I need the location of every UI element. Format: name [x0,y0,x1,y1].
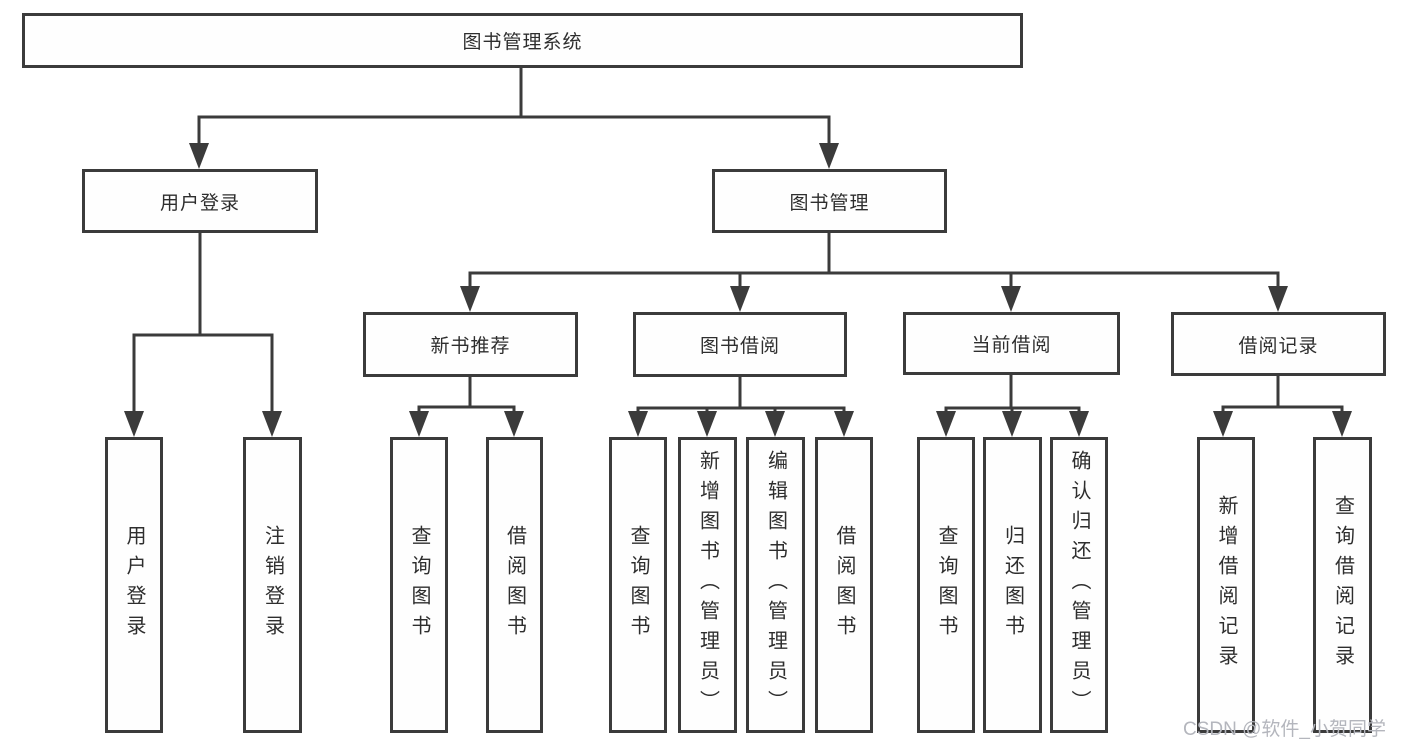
arrowhead [1002,411,1022,437]
leaf-return-books: 归还图书 [983,437,1042,733]
node-root: 图书管理系统 [22,13,1023,68]
node-book-management-label: 图书管理 [789,192,870,214]
leaf-query-books-borrow: 查询图书 [609,437,667,733]
node-current-borrow-label: 当前借阅 [971,335,1052,356]
leaf-borrow-books: 借阅图书 [815,437,873,733]
leaf-query-books-borrow-label: 查询图书 [627,525,649,645]
arrowhead [936,411,956,437]
arrowhead [730,286,750,312]
leaf-query-books-recommend: 查询图书 [390,437,448,733]
arrowhead [1332,411,1352,437]
node-user-login: 用户登录 [82,169,318,233]
arrowhead [189,143,209,169]
leaf-confirm-return-admin-label: 确认归还（管理员） [1068,450,1090,720]
arrowhead [460,286,480,312]
leaf-confirm-return-admin: 确认归还（管理员） [1050,437,1108,733]
leaf-logout: 注销登录 [243,437,302,733]
leaf-add-borrow-record: 新增借阅记录 [1197,437,1255,733]
arrowhead [1213,411,1233,437]
node-book-borrow-label: 图书借阅 [699,336,780,357]
arrowhead [1069,411,1089,437]
node-root-label: 图书管理系统 [462,32,583,53]
arrowhead [504,411,524,437]
arrowhead [819,143,839,169]
connector-lines [124,66,1352,437]
leaf-add-borrow-record-label: 新增借阅记录 [1215,495,1237,675]
arrowhead [697,411,717,437]
leaf-query-books-current-label: 查询图书 [935,525,957,645]
leaf-query-borrow-record: 查询借阅记录 [1313,437,1372,733]
leaf-add-books-admin: 新增图书（管理员） [678,437,737,733]
node-user-login-label: 用户登录 [159,192,240,214]
node-borrow-records-label: 借阅记录 [1238,335,1319,357]
leaf-borrow-books-recommend-label: 借阅图书 [503,525,526,645]
arrowhead [409,411,429,437]
arrowhead [124,411,144,437]
leaf-user-login: 用户登录 [105,437,163,733]
leaf-query-borrow-record-label: 查询借阅记录 [1331,495,1354,675]
arrowhead [834,411,854,437]
node-new-book-recommend: 新书推荐 [363,312,578,377]
arrowhead [765,411,785,437]
leaf-return-books-label: 归还图书 [1001,525,1024,645]
leaf-borrow-books-recommend: 借阅图书 [486,437,543,733]
leaf-query-books-recommend-label: 查询图书 [408,525,430,645]
node-current-borrow: 当前借阅 [903,312,1120,375]
leaf-edit-books-admin: 编辑图书（管理员） [746,437,805,733]
arrowhead [262,411,282,437]
leaf-edit-books-admin-label: 编辑图书（管理员） [764,450,787,720]
leaf-user-login-label: 用户登录 [123,525,145,645]
leaf-add-books-admin-label: 新增图书（管理员） [696,450,719,720]
node-borrow-records: 借阅记录 [1171,312,1386,376]
leaf-borrow-books-label: 借阅图书 [833,525,855,645]
arrowhead [628,411,648,437]
leaf-logout-label: 注销登录 [261,525,284,645]
node-new-book-recommend-label: 新书推荐 [430,336,511,357]
node-book-borrow: 图书借阅 [633,312,847,377]
arrowhead [1268,286,1288,312]
arrowhead [1001,286,1021,312]
leaf-query-books-current: 查询图书 [917,437,975,733]
node-book-management: 图书管理 [712,169,947,233]
